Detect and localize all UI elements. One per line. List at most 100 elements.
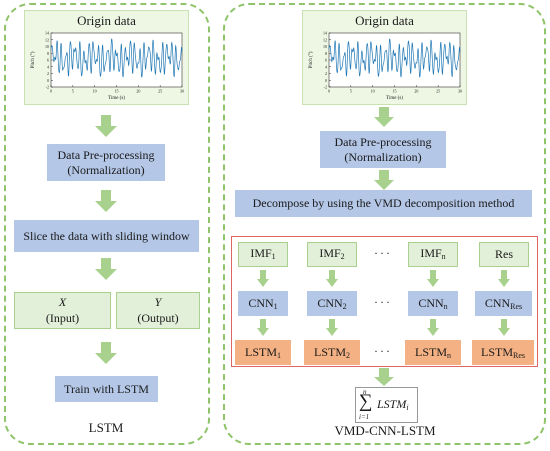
right-origin-title: Origin data (355, 13, 414, 28)
x-tick-label: 25 (436, 89, 440, 94)
arrow-down-icon (95, 342, 117, 364)
arrow-down-icon (498, 319, 510, 336)
y-tick-label: 0 (325, 78, 327, 83)
imf-1-label: IMF1 (250, 246, 276, 262)
output-y-box: Y (Output) (116, 292, 200, 329)
lstm-n-box: LSTMn (405, 340, 461, 365)
left-origin-title: Origin data (77, 13, 136, 28)
y-tick-label: 6 (47, 58, 49, 63)
output-y-desc: (Output) (137, 310, 179, 325)
cnn-res-label: CNNRes (484, 295, 523, 311)
arrow-down-icon (95, 190, 117, 212)
input-x-desc: (Input) (45, 310, 80, 325)
x-tick-label: 30 (458, 89, 462, 94)
arrow-down-icon (326, 270, 338, 287)
pitch-series-line (50, 38, 183, 78)
y-tick-label: 0 (47, 78, 49, 83)
y-tick-label: 2 (47, 71, 49, 76)
lstm-2-box: LSTM2 (304, 340, 360, 365)
arrow-down-icon (427, 319, 439, 336)
x-tick-label: 0 (50, 89, 52, 94)
x-tick-label: 10 (371, 89, 375, 94)
y-tick-label: 10 (323, 44, 327, 49)
vmd-decompose-box: Decompose by using the VMD decomposition… (235, 190, 532, 217)
lstm-n-label: LSTMn (414, 345, 451, 360)
imf-2-label: IMF2 (319, 246, 345, 262)
arrow-down-icon (95, 115, 117, 137)
plot-frame (50, 32, 183, 88)
imf-1-box: IMF1 (238, 242, 288, 267)
y-tick-label: 2 (325, 71, 327, 76)
y-tick-label: 14 (45, 31, 49, 36)
sum-term: LSTMi (377, 397, 409, 412)
right-preprocess-line1: Data Pre-processing (334, 134, 432, 149)
y-tick-label: 4 (325, 64, 327, 69)
cnn-2-label: CNN2 (317, 295, 347, 311)
arrow-down-icon (257, 270, 269, 287)
left-preprocess-box: Data Pre-processing (Normalization) (47, 144, 165, 181)
y-tick-label: 8 (47, 51, 49, 56)
res-label: Res (495, 246, 513, 261)
y-tick-label: 12 (45, 37, 49, 42)
res-box: Res (479, 242, 529, 267)
right-preprocess-line2: (Normalization) (344, 149, 422, 164)
left-preprocess-line1: Data Pre-processing (57, 147, 155, 162)
lstm-res-box: LSTMRes (472, 340, 534, 365)
output-y-symbol: Y (154, 294, 162, 309)
x-tick-label: 10 (93, 89, 97, 94)
arrow-down-icon (427, 270, 439, 287)
input-x-box: X (Input) (14, 292, 111, 329)
slice-window-label: Slice the data with sliding window (23, 228, 190, 243)
y-axis-label: Pitch (°) (31, 51, 36, 68)
sum-upper-limit: n (363, 388, 367, 396)
y-tick-label: 10 (45, 44, 49, 49)
y-tick-label: 4 (47, 64, 49, 69)
lstm-panel (4, 3, 210, 445)
x-tick-label: 0 (328, 89, 330, 94)
imf-2-box: IMF2 (307, 242, 357, 267)
y-tick-label: 8 (325, 51, 327, 56)
x-axis-label: Time (s) (386, 96, 403, 101)
y-tick-label: -2 (324, 85, 327, 90)
lstm-1-label: LSTM1 (244, 345, 281, 360)
lstm-2-label: LSTM2 (313, 345, 350, 360)
train-lstm-label: Train with LSTM (64, 381, 149, 396)
slice-window-box: Slice the data with sliding window (14, 220, 199, 252)
x-tick-label: 5 (350, 89, 352, 94)
arrow-down-icon (498, 270, 510, 287)
cnn-ellipsis: ··· (374, 295, 392, 309)
x-tick-label: 15 (393, 89, 397, 94)
sigma-icon: ∑ (359, 391, 373, 412)
left-preprocess-line2: (Normalization) (67, 162, 145, 177)
pitch-series-line (328, 38, 461, 78)
imf-ellipsis: ··· (374, 246, 392, 260)
x-tick-label: 20 (136, 89, 140, 94)
decomposition-frame (231, 236, 538, 367)
input-x-symbol: X (58, 294, 67, 309)
lstm-panel-label: LSTM (88, 420, 124, 435)
cnn-n-label: CNNn (418, 295, 448, 311)
imf-n-label: IMFn (420, 246, 446, 262)
lstm-res-label: LSTMRes (480, 345, 525, 360)
x-tick-label: 5 (72, 89, 74, 94)
cnn-1-label: CNN1 (248, 295, 278, 311)
right-preprocess-box: Data Pre-processing (Normalization) (320, 131, 446, 168)
plot-frame (328, 32, 461, 88)
arrow-down-icon (374, 107, 394, 127)
y-tick-label: 6 (325, 58, 327, 63)
x-tick-label: 15 (115, 89, 119, 94)
vmd-cnn-lstm-panel-label: VMD-CNN-LSTM (334, 423, 436, 438)
arrow-down-icon (374, 170, 394, 190)
lstm-1-box: LSTM1 (235, 340, 291, 365)
imf-n-box: IMFn (408, 242, 458, 267)
x-axis-label: Time (s) (108, 96, 125, 101)
vmd-cnn-lstm-panel (223, 3, 546, 445)
y-tick-label: -2 (46, 85, 49, 90)
y-tick-label: 12 (323, 37, 327, 42)
lstm-ellipsis: ··· (374, 344, 392, 358)
cnn-n-box: CNNn (408, 291, 458, 316)
vmd-decompose-label: Decompose by using the VMD decomposition… (252, 196, 515, 210)
